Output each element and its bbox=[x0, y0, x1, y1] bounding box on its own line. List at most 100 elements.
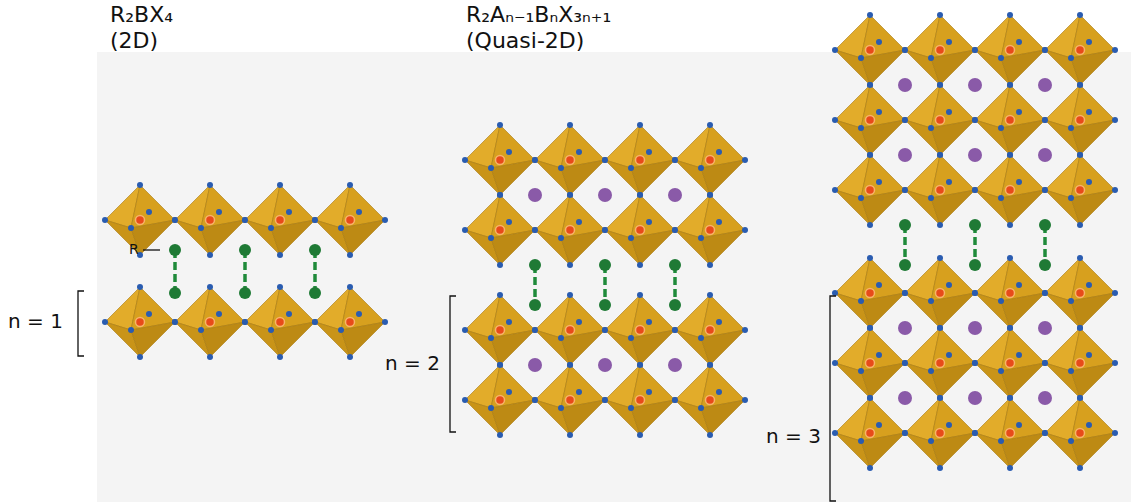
a-cation bbox=[598, 358, 612, 372]
x-anion bbox=[672, 227, 678, 233]
octahedron-facet bbox=[1001, 120, 1045, 155]
a-cation bbox=[1038, 78, 1052, 92]
b-cation bbox=[1006, 186, 1015, 195]
x-anion bbox=[1007, 325, 1013, 331]
x-anion bbox=[1112, 430, 1118, 436]
x-anion bbox=[1112, 47, 1118, 53]
b-cation bbox=[496, 226, 505, 235]
x-anion bbox=[1016, 352, 1022, 358]
x-anion bbox=[1112, 360, 1118, 366]
octahedron-facet bbox=[341, 322, 385, 357]
x-anion bbox=[1016, 282, 1022, 288]
group-label: R bbox=[129, 241, 139, 257]
octahedron-facet bbox=[1071, 293, 1115, 328]
octahedron-facet bbox=[1071, 50, 1115, 85]
x-anion bbox=[558, 405, 564, 411]
x-anion bbox=[716, 149, 722, 155]
x-anion bbox=[532, 227, 538, 233]
octahedron bbox=[532, 292, 608, 368]
x-anion bbox=[382, 217, 388, 223]
b-cation bbox=[936, 359, 945, 368]
b-cation bbox=[936, 186, 945, 195]
x-anion bbox=[876, 422, 882, 428]
b-cation bbox=[346, 318, 355, 327]
x-anion bbox=[628, 165, 634, 171]
x-anion bbox=[646, 219, 652, 225]
b-cation bbox=[566, 156, 575, 165]
x-anion bbox=[137, 284, 143, 290]
x-anion bbox=[1042, 360, 1048, 366]
x-anion bbox=[902, 47, 908, 53]
x-anion bbox=[356, 209, 362, 215]
x-anion bbox=[928, 125, 934, 131]
x-anion bbox=[637, 292, 643, 298]
x-anion bbox=[1068, 298, 1074, 304]
x-anion bbox=[937, 395, 943, 401]
x-anion bbox=[102, 217, 108, 223]
x-anion bbox=[347, 182, 353, 188]
x-anion bbox=[698, 165, 704, 171]
octahedron bbox=[832, 395, 908, 471]
octahedron bbox=[242, 284, 318, 360]
octahedron-facet bbox=[931, 433, 975, 468]
b-cation bbox=[1006, 359, 1015, 368]
x-anion bbox=[902, 290, 908, 296]
b-cation bbox=[866, 359, 875, 368]
x-anion bbox=[198, 327, 204, 333]
organic-end bbox=[599, 299, 611, 311]
octahedron bbox=[532, 122, 608, 198]
octahedron-facet bbox=[201, 322, 245, 357]
octahedron bbox=[462, 122, 538, 198]
x-anion bbox=[1077, 152, 1083, 158]
x-anion bbox=[602, 157, 608, 163]
x-anion bbox=[497, 432, 503, 438]
x-anion bbox=[1042, 47, 1048, 53]
x-anion bbox=[1042, 47, 1048, 53]
x-anion bbox=[172, 319, 178, 325]
octahedron-facet bbox=[631, 400, 675, 435]
x-anion bbox=[858, 125, 864, 131]
x-anion bbox=[207, 354, 213, 360]
x-anion bbox=[707, 192, 713, 198]
x-anion bbox=[1077, 465, 1083, 471]
octahedron-facet bbox=[931, 190, 975, 225]
x-anion bbox=[532, 327, 538, 333]
organic-end bbox=[1039, 219, 1051, 231]
x-anion bbox=[1086, 422, 1092, 428]
x-anion bbox=[858, 438, 864, 444]
a-cation bbox=[598, 188, 612, 202]
octahedron bbox=[902, 395, 978, 471]
x-anion bbox=[646, 149, 652, 155]
x-anion bbox=[637, 432, 643, 438]
x-anion bbox=[937, 395, 943, 401]
a-cation bbox=[898, 391, 912, 405]
organic-end bbox=[899, 219, 911, 231]
octahedron bbox=[172, 284, 248, 360]
x-anion bbox=[972, 360, 978, 366]
x-anion bbox=[698, 405, 704, 411]
octahedron bbox=[672, 362, 748, 438]
x-anion bbox=[567, 192, 573, 198]
x-anion bbox=[558, 165, 564, 171]
x-anion bbox=[937, 325, 943, 331]
b-cation bbox=[936, 289, 945, 298]
a-cation bbox=[528, 188, 542, 202]
octahedron bbox=[902, 325, 978, 401]
x-anion bbox=[602, 227, 608, 233]
x-anion bbox=[567, 362, 573, 368]
organic-end bbox=[599, 259, 611, 271]
x-anion bbox=[312, 217, 318, 223]
x-anion bbox=[602, 327, 608, 333]
x-anion bbox=[902, 430, 908, 436]
organic-end bbox=[239, 287, 251, 299]
x-anion bbox=[567, 292, 573, 298]
x-anion bbox=[972, 47, 978, 53]
a-cation bbox=[898, 321, 912, 335]
b-cation bbox=[866, 289, 875, 298]
x-anion bbox=[672, 327, 678, 333]
x-anion bbox=[832, 290, 838, 296]
x-anion bbox=[707, 262, 713, 268]
x-anion bbox=[532, 397, 538, 403]
x-anion bbox=[876, 352, 882, 358]
